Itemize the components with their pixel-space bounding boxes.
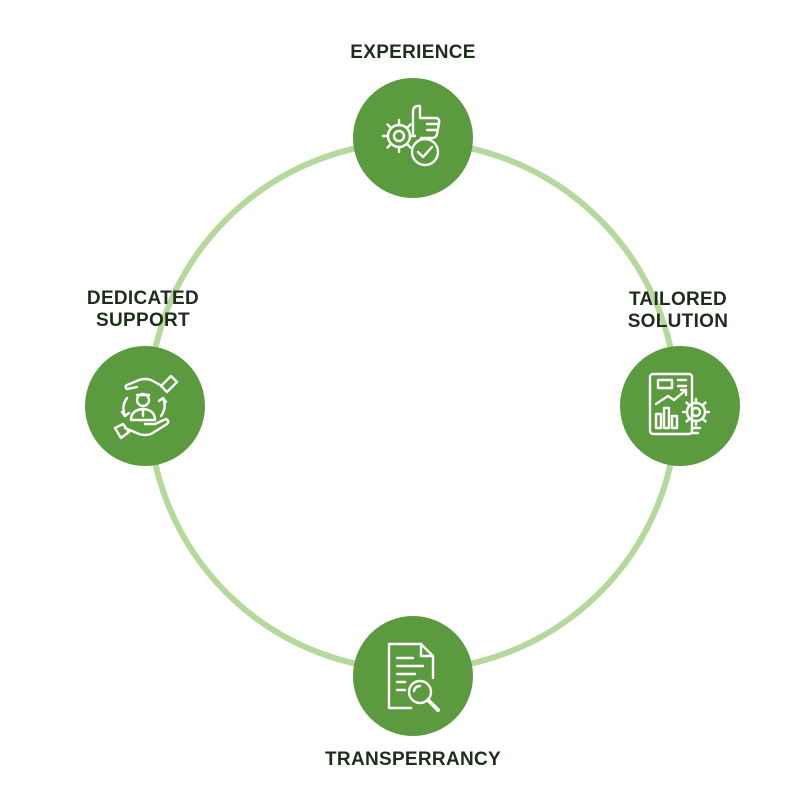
tailored-solution-node <box>620 346 740 466</box>
experience-node <box>353 78 473 198</box>
hands-person-cycle-icon <box>113 374 179 440</box>
dedicated-support-label: DEDICATED SUPPORT <box>86 288 200 331</box>
gear-thumbs-up-check-icon <box>381 104 441 167</box>
experience-label: EXPERIENCE <box>350 42 476 63</box>
document-magnifier-icon <box>387 642 440 712</box>
transparency-node <box>353 616 473 736</box>
report-chart-gear-icon <box>648 372 711 436</box>
transparency-label: TRANSPERRANCY <box>325 749 501 770</box>
tailored-solution-label: TAILORED SOLUTION <box>627 289 729 332</box>
dedicated-support-node <box>85 346 205 466</box>
